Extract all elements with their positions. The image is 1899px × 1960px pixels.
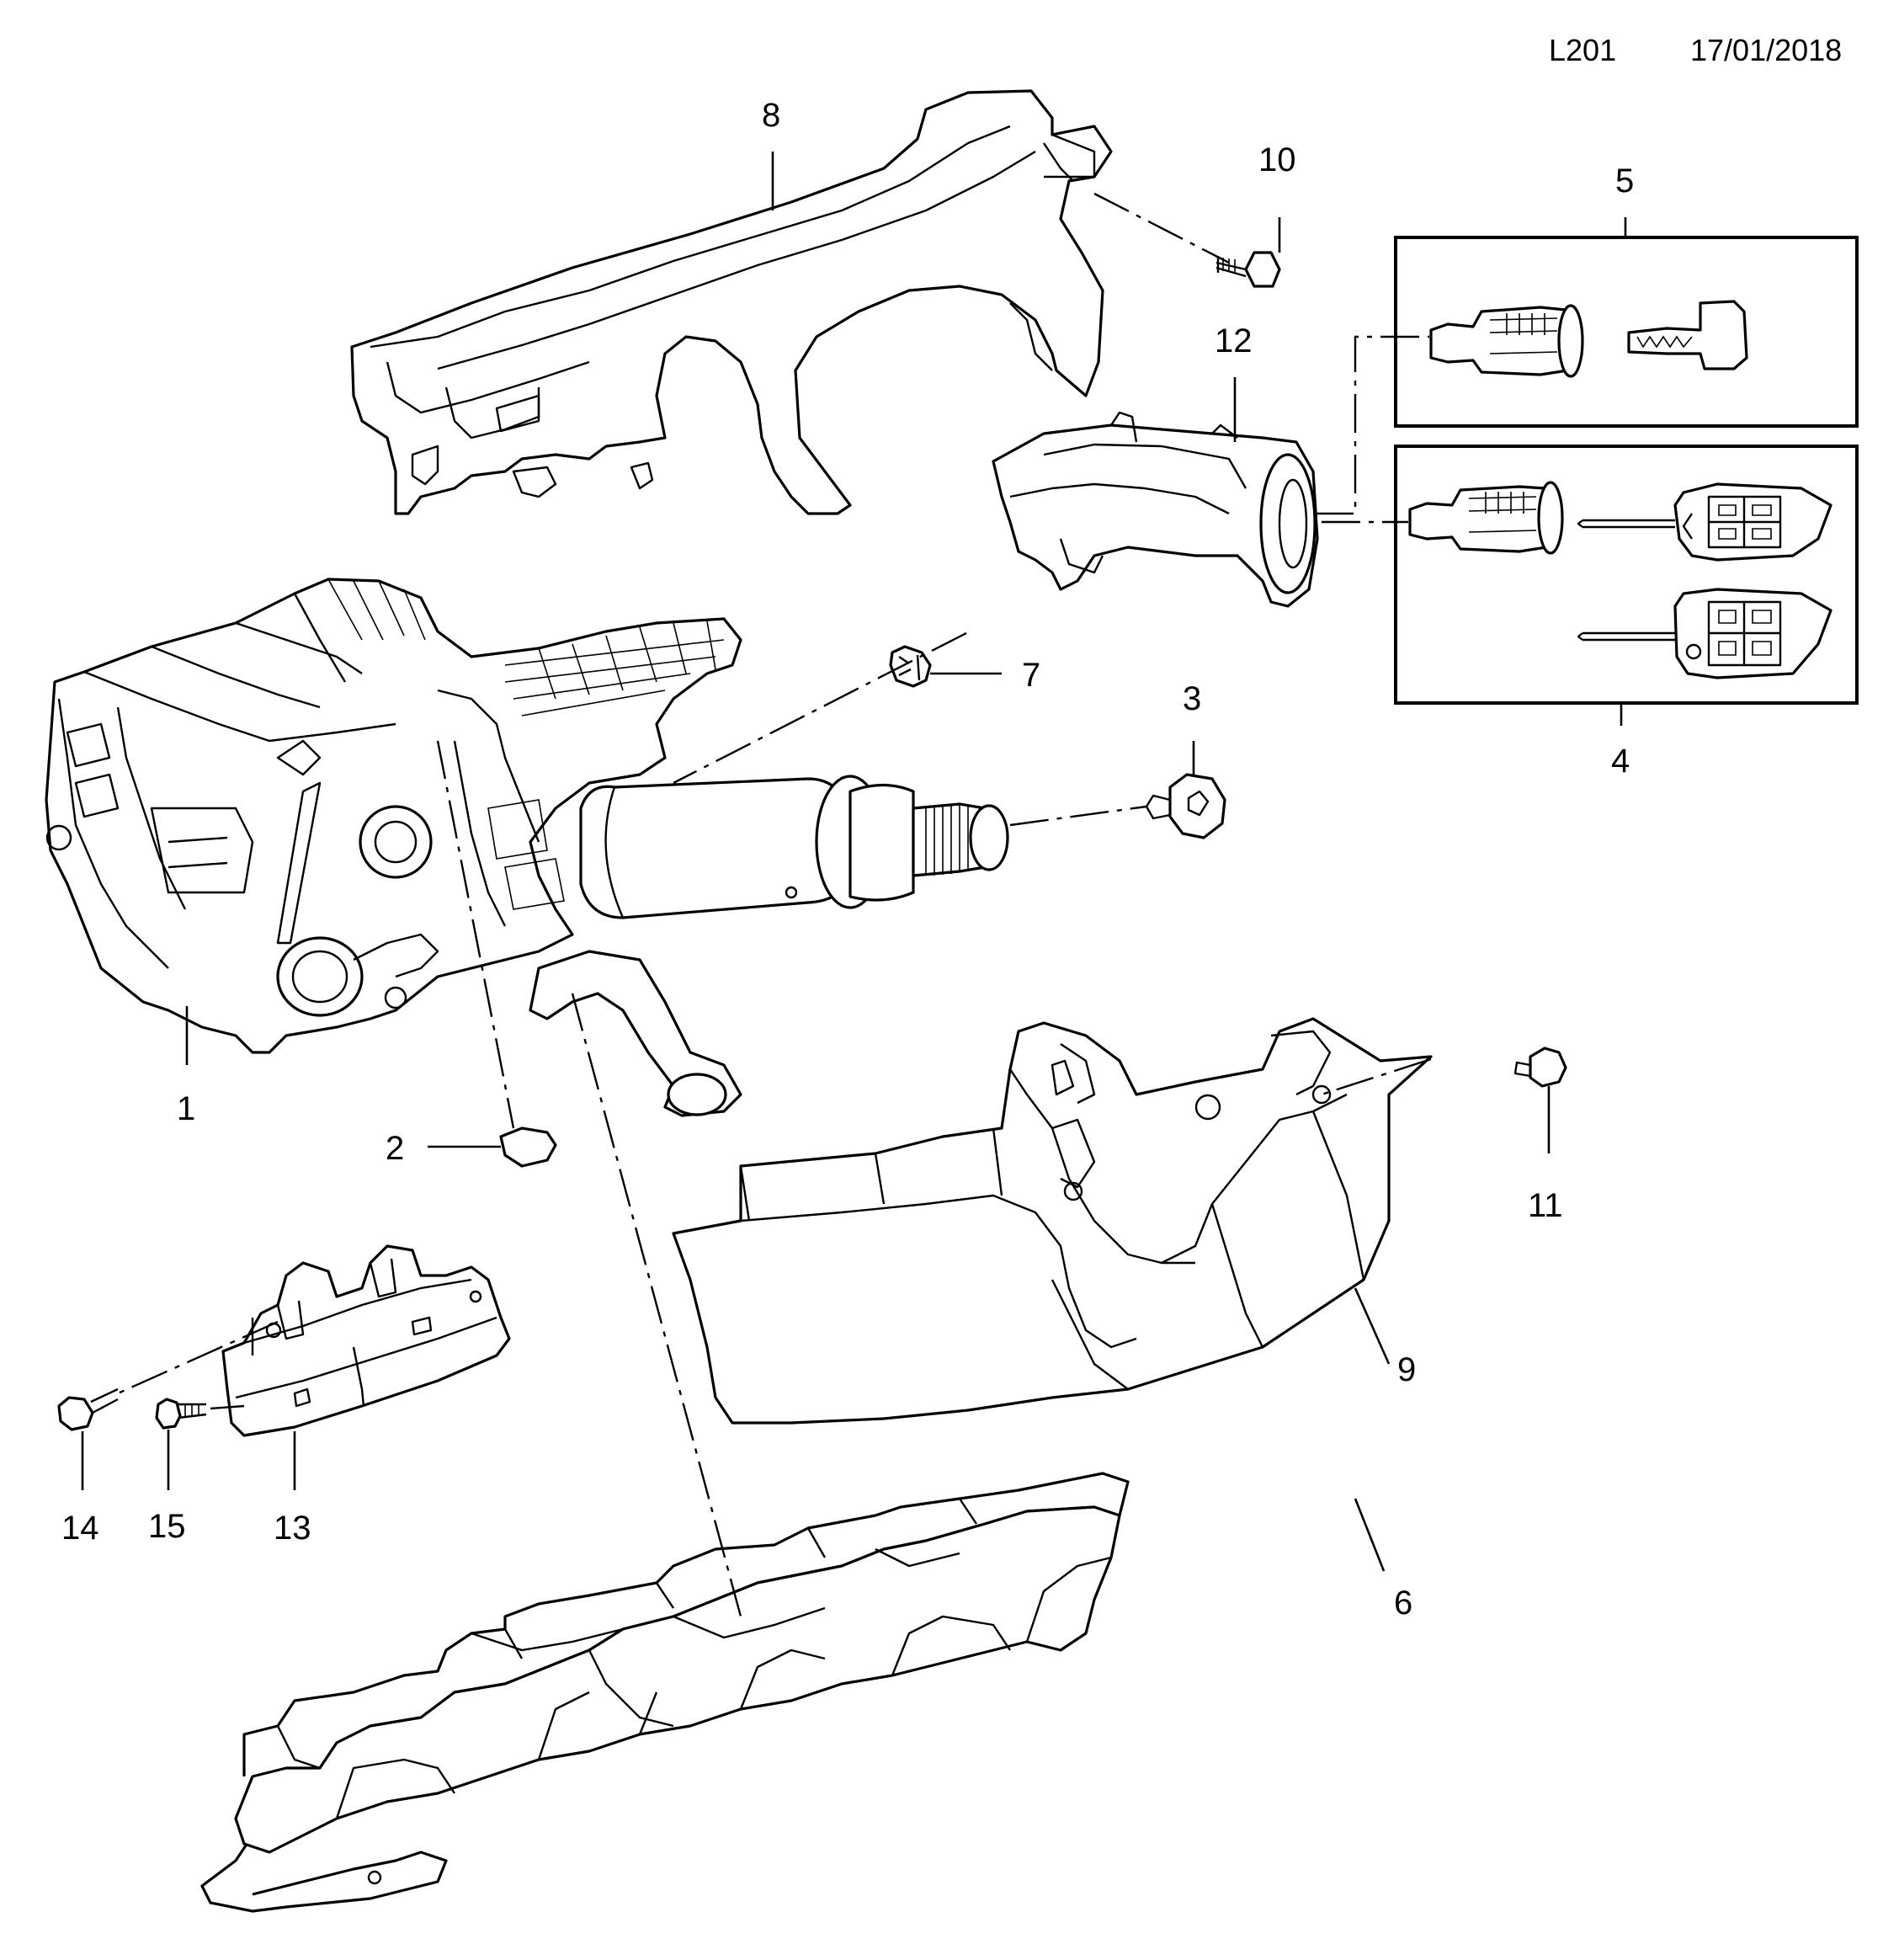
- screw-part-14: [57, 1387, 119, 1431]
- bolt-part-11: [1513, 1047, 1567, 1088]
- callout-1: 1: [177, 1090, 195, 1127]
- inset-box-4-frame: [1394, 445, 1859, 705]
- nut-part-2: [499, 1126, 557, 1168]
- leader-lines: [81, 152, 1627, 1572]
- diagram-code: L201: [1549, 33, 1616, 67]
- lower-column-cover: [672, 1017, 1433, 1425]
- callout-13: 13: [274, 1510, 311, 1547]
- callout-2: 2: [386, 1130, 404, 1167]
- insulator-panel-part-6: [200, 1472, 1130, 1913]
- upper-column-cover: [350, 89, 1113, 515]
- callout-10: 10: [1258, 141, 1296, 178]
- screw-part-15: [155, 1398, 207, 1430]
- callout-11: 11: [1528, 1187, 1563, 1224]
- inset-box-part-4: [1394, 445, 1859, 705]
- callout-12: 12: [1215, 322, 1253, 360]
- callout-4: 4: [1611, 743, 1630, 780]
- alignment-lines: [117, 192, 1432, 1617]
- callout-5: 5: [1615, 162, 1634, 200]
- callout-labels: 1 2 3 4 5 6 7 8 9 10 11 12 13 14 15: [61, 97, 1634, 1622]
- callout-14: 14: [61, 1510, 99, 1547]
- callout-3: 3: [1183, 680, 1201, 717]
- diagram-date: 17/01/2018: [1690, 33, 1842, 67]
- clip-part-7: [889, 645, 932, 688]
- lock-module-part-13: [221, 1244, 511, 1437]
- steering-column-part-1: [45, 578, 1009, 1117]
- callout-8: 8: [762, 97, 780, 134]
- callout-9: 9: [1397, 1351, 1416, 1388]
- callout-7: 7: [1022, 657, 1040, 694]
- lock-housing-part-12: [992, 411, 1319, 608]
- bolt-part-3: [1145, 773, 1226, 839]
- inset-box-part-5: [1394, 236, 1859, 428]
- callout-15: 15: [148, 1508, 186, 1545]
- screw-part-10: [1215, 251, 1281, 288]
- callout-6: 6: [1394, 1585, 1412, 1622]
